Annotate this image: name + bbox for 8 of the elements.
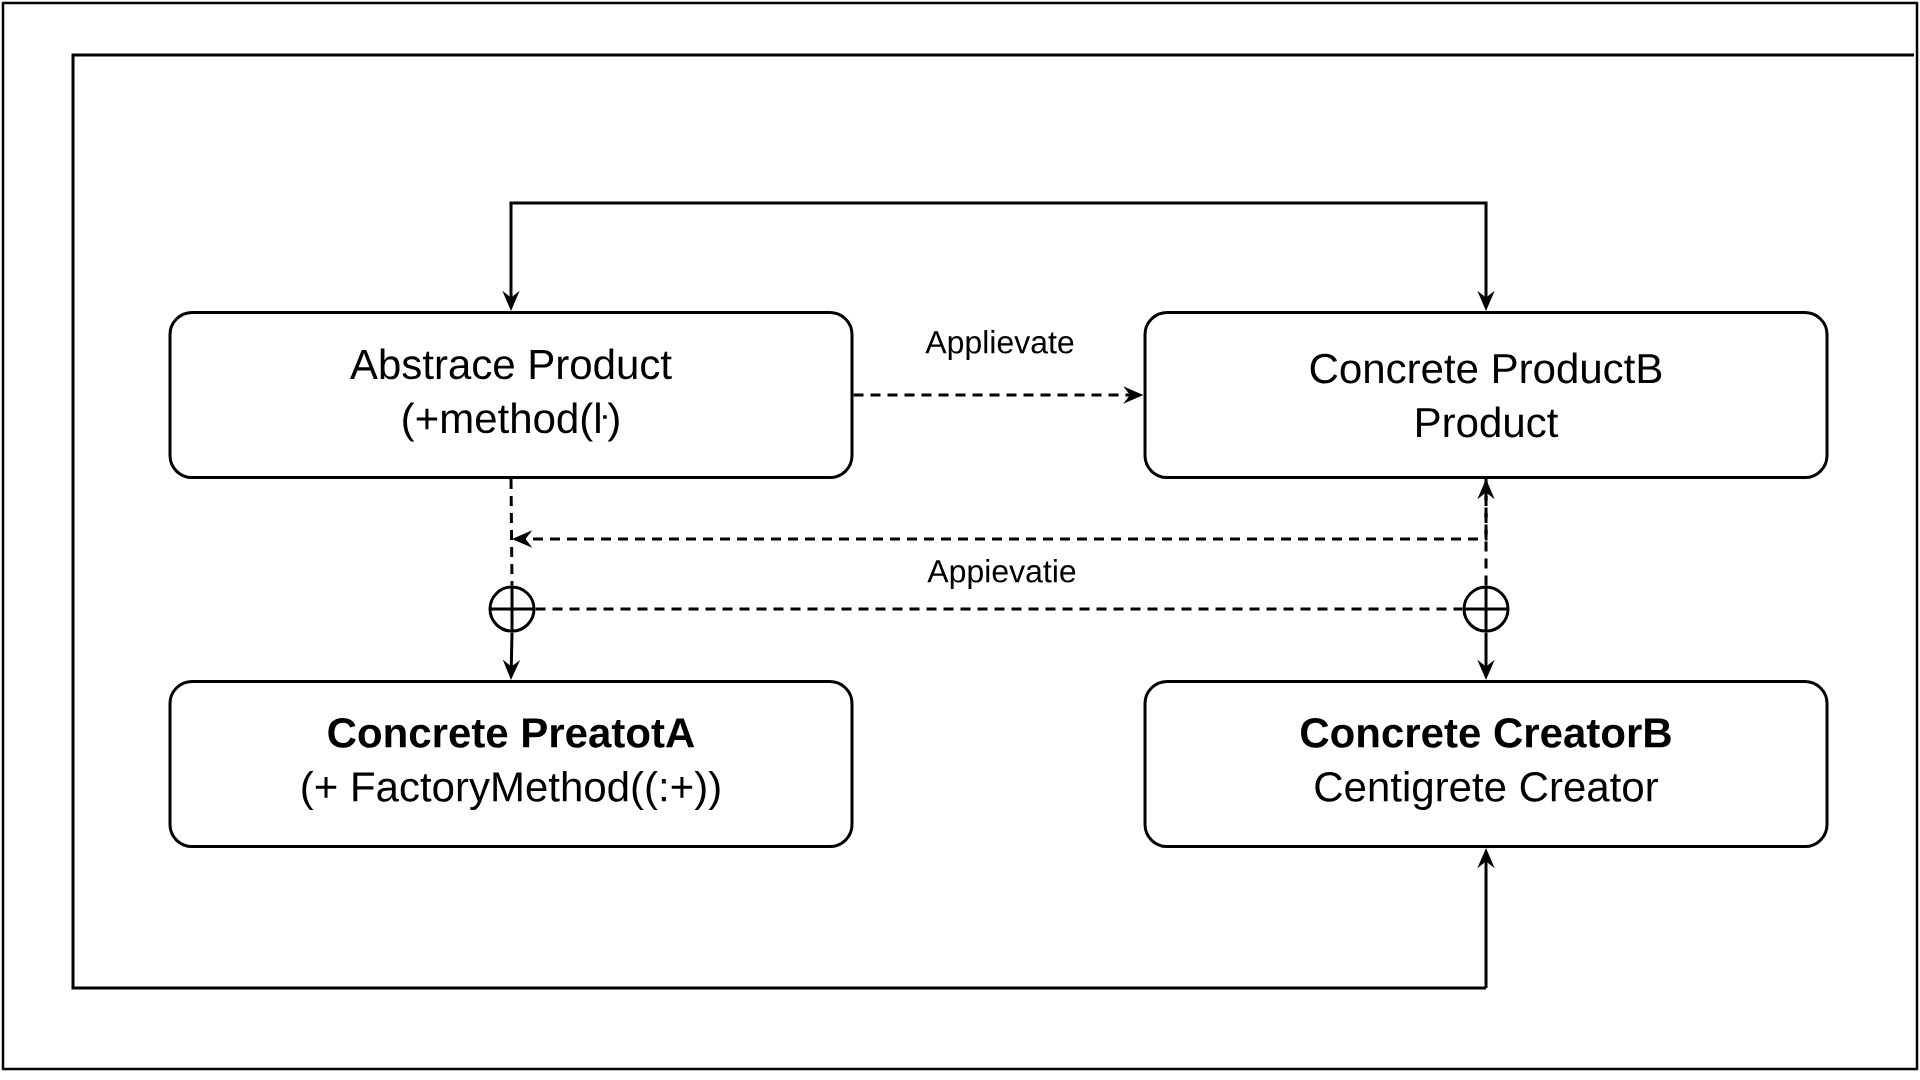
- edge-label: Applievate: [922, 327, 1078, 363]
- junction-circle: [488, 585, 536, 633]
- class-box: Abstrace Product (+method(ŀ): [168, 311, 854, 479]
- edge-label: Appievatie: [924, 556, 1080, 592]
- class-box: Concrete CreatorB Centigrete Creator: [1143, 680, 1829, 848]
- junction-circle: [1462, 585, 1510, 633]
- class-box: Concrete ProductB Product: [1143, 311, 1829, 479]
- class-box: Concrete PreatotA (+ FactoryMethod((:+)): [168, 680, 854, 848]
